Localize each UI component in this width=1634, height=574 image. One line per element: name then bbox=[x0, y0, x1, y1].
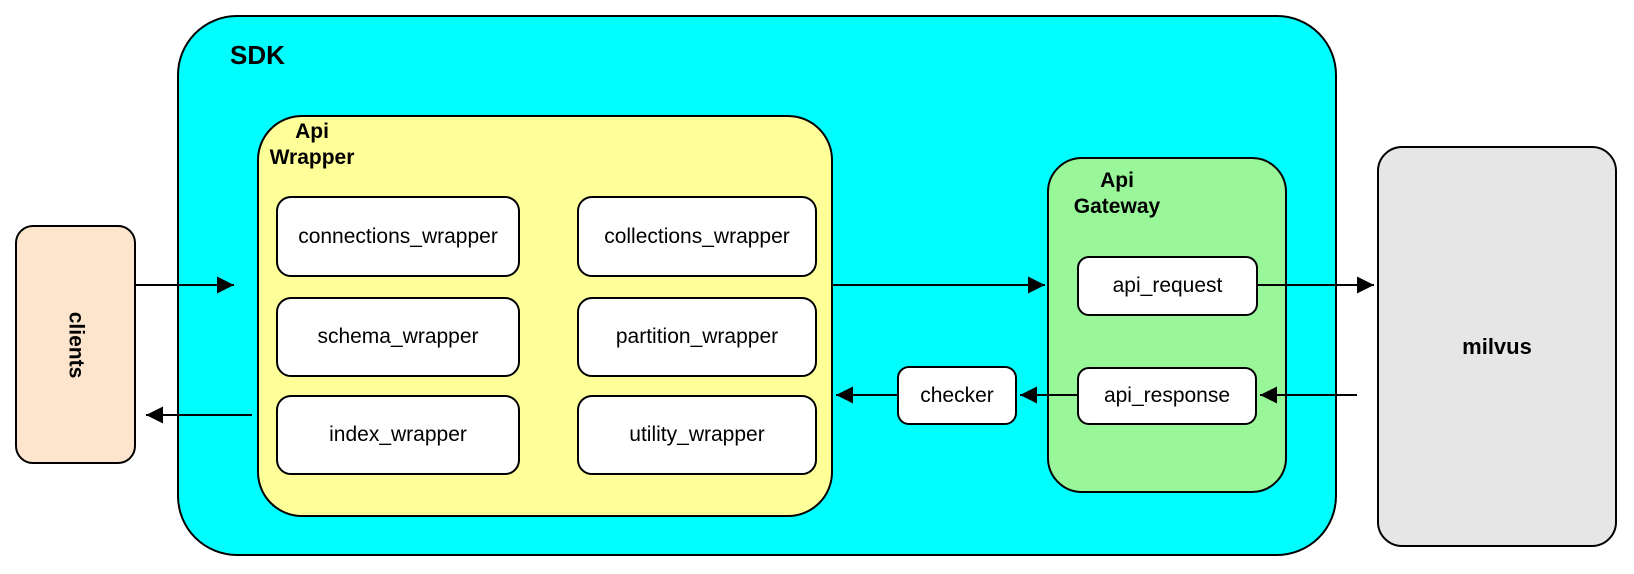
api-wrapper-label-line2: Wrapper bbox=[269, 146, 355, 169]
api-gateway-label: Api Gateway bbox=[1057, 168, 1177, 220]
clients-node: clients bbox=[15, 225, 136, 464]
schema-wrapper-node: schema_wrapper bbox=[276, 297, 520, 377]
connections-wrapper-node: connections_wrapper bbox=[276, 196, 520, 277]
api-response-node: api_response bbox=[1077, 367, 1257, 425]
checker-node: checker bbox=[897, 366, 1017, 425]
utility-wrapper-node: utility_wrapper bbox=[577, 395, 817, 475]
api-gateway-container bbox=[1047, 157, 1287, 493]
api-gateway-label-line1: Api bbox=[1100, 169, 1134, 192]
api-wrapper-label: Api Wrapper bbox=[262, 119, 362, 171]
partition-wrapper-node: partition_wrapper bbox=[577, 297, 817, 377]
api-gateway-label-line2: Gateway bbox=[1073, 195, 1161, 218]
collections-wrapper-node: collections_wrapper bbox=[577, 196, 817, 277]
api-wrapper-label-line1: Api bbox=[295, 120, 329, 143]
clients-label: clients bbox=[64, 311, 88, 378]
api-request-node: api_request bbox=[1077, 256, 1258, 316]
milvus-node: milvus bbox=[1377, 146, 1617, 547]
sdk-label: SDK bbox=[230, 40, 285, 70]
milvus-label: milvus bbox=[1462, 333, 1532, 359]
index-wrapper-node: index_wrapper bbox=[276, 395, 520, 475]
